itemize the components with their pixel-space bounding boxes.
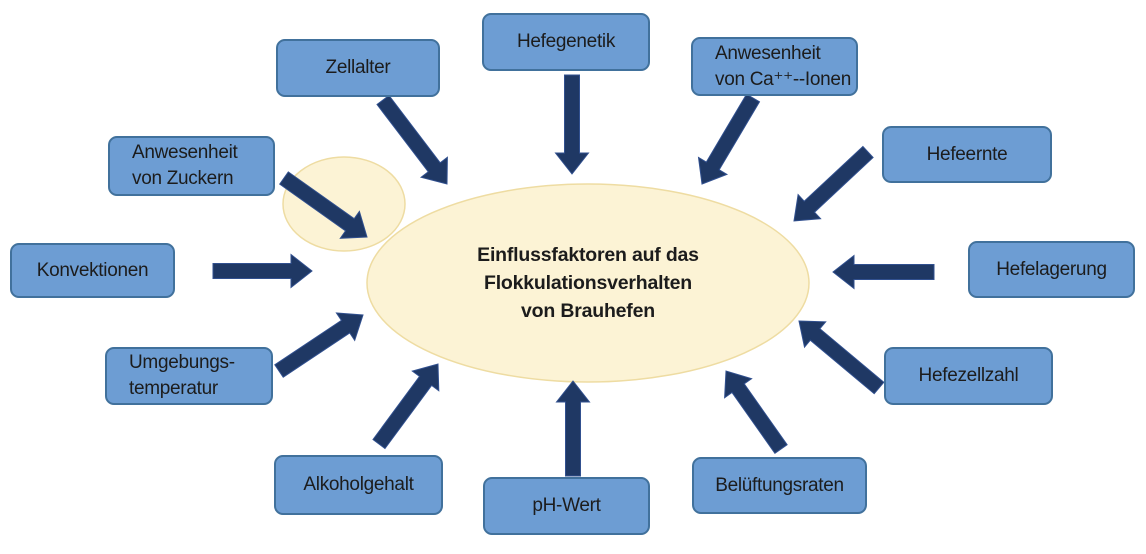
factor-box-ph-wert-line-1: pH-Wert	[532, 495, 601, 516]
factor-box-ca-ionen-line-1: Anwesenheit	[715, 42, 821, 64]
belueftungsraten-arrow	[724, 370, 788, 454]
factor-box-ca-ionen: Anwesenheit von Ca⁺⁺--Ionen	[691, 37, 858, 96]
factor-box-zuckern: Anwesenheit von Zuckern	[108, 136, 275, 196]
ca-ionen-arrow	[697, 93, 761, 185]
factor-box-hefeernte: Hefeernte	[882, 126, 1052, 183]
factor-box-ca-ionen-line-2: von Ca⁺⁺--Ionen	[715, 68, 851, 90]
factor-box-hefeernte-line-1: Hefeernte	[926, 143, 1008, 165]
factor-box-hefelagerung: Hefelagerung	[968, 241, 1135, 298]
factor-box-zuckern-line-2: von Zuckern	[132, 168, 234, 189]
factor-box-ph-wert: pH-Wert	[483, 477, 650, 535]
hefelagerung-arrow	[832, 254, 935, 290]
konvektionen-arrow	[212, 253, 313, 289]
alkoholgehalt-arrow	[372, 363, 440, 450]
factor-box-hefezellzahl: Hefezellzahl	[884, 347, 1053, 405]
hefeernte-arrow	[793, 145, 874, 222]
factor-box-konvektionen-line-1: Konvektionen	[36, 259, 149, 281]
factor-box-zuckern-line-1: Anwesenheit	[132, 142, 238, 163]
factor-box-konvektionen: Konvektionen	[10, 243, 175, 298]
umgebungstemperatur-arrow	[274, 312, 364, 378]
factor-box-belueftungsraten-line-1: Belüftungsraten	[715, 474, 844, 496]
hefegenetik-arrow	[554, 74, 590, 175]
center-label-line-2: Flokkulationsverhalten	[484, 272, 692, 294]
factor-box-zellalter: Zellalter	[276, 39, 440, 97]
central-ellipse	[366, 183, 810, 383]
factor-box-belueftungsraten: Belüftungsraten	[692, 457, 867, 514]
background-accent-ellipse	[282, 156, 406, 252]
ph-wert-arrow	[555, 380, 591, 477]
factor-box-alkoholgehalt: Alkoholgehalt	[274, 455, 443, 515]
zuckern-arrow	[279, 171, 368, 239]
factor-box-umgebungstemperatur-line-2: temperatur	[129, 378, 218, 399]
factor-box-umgebungstemperatur-line-1: Umgebungs-	[129, 352, 235, 373]
hefezellzahl-arrow	[798, 320, 885, 395]
center-label-line-3: von Brauhefen	[521, 300, 655, 322]
factor-box-hefegenetik-line-1: Hefegenetik	[516, 31, 616, 52]
zellalter-arrow	[376, 94, 448, 185]
factor-box-hefegenetik: Hefegenetik	[482, 13, 650, 71]
center-ellipse-label: Einflussfaktoren auf das Flokkulationsve…	[358, 241, 818, 325]
factor-box-hefelagerung-line-1: Hefelagerung	[996, 258, 1107, 280]
factor-box-zellalter-line-1: Zellalter	[325, 57, 391, 78]
factor-box-hefezellzahl-line-1: Hefezellzahl	[918, 365, 1019, 386]
factor-box-umgebungstemperatur: Umgebungs-temperatur	[105, 347, 273, 405]
factor-box-alkoholgehalt-line-1: Alkoholgehalt	[303, 474, 414, 495]
center-label-line-1: Einflussfaktoren auf das	[477, 244, 699, 266]
